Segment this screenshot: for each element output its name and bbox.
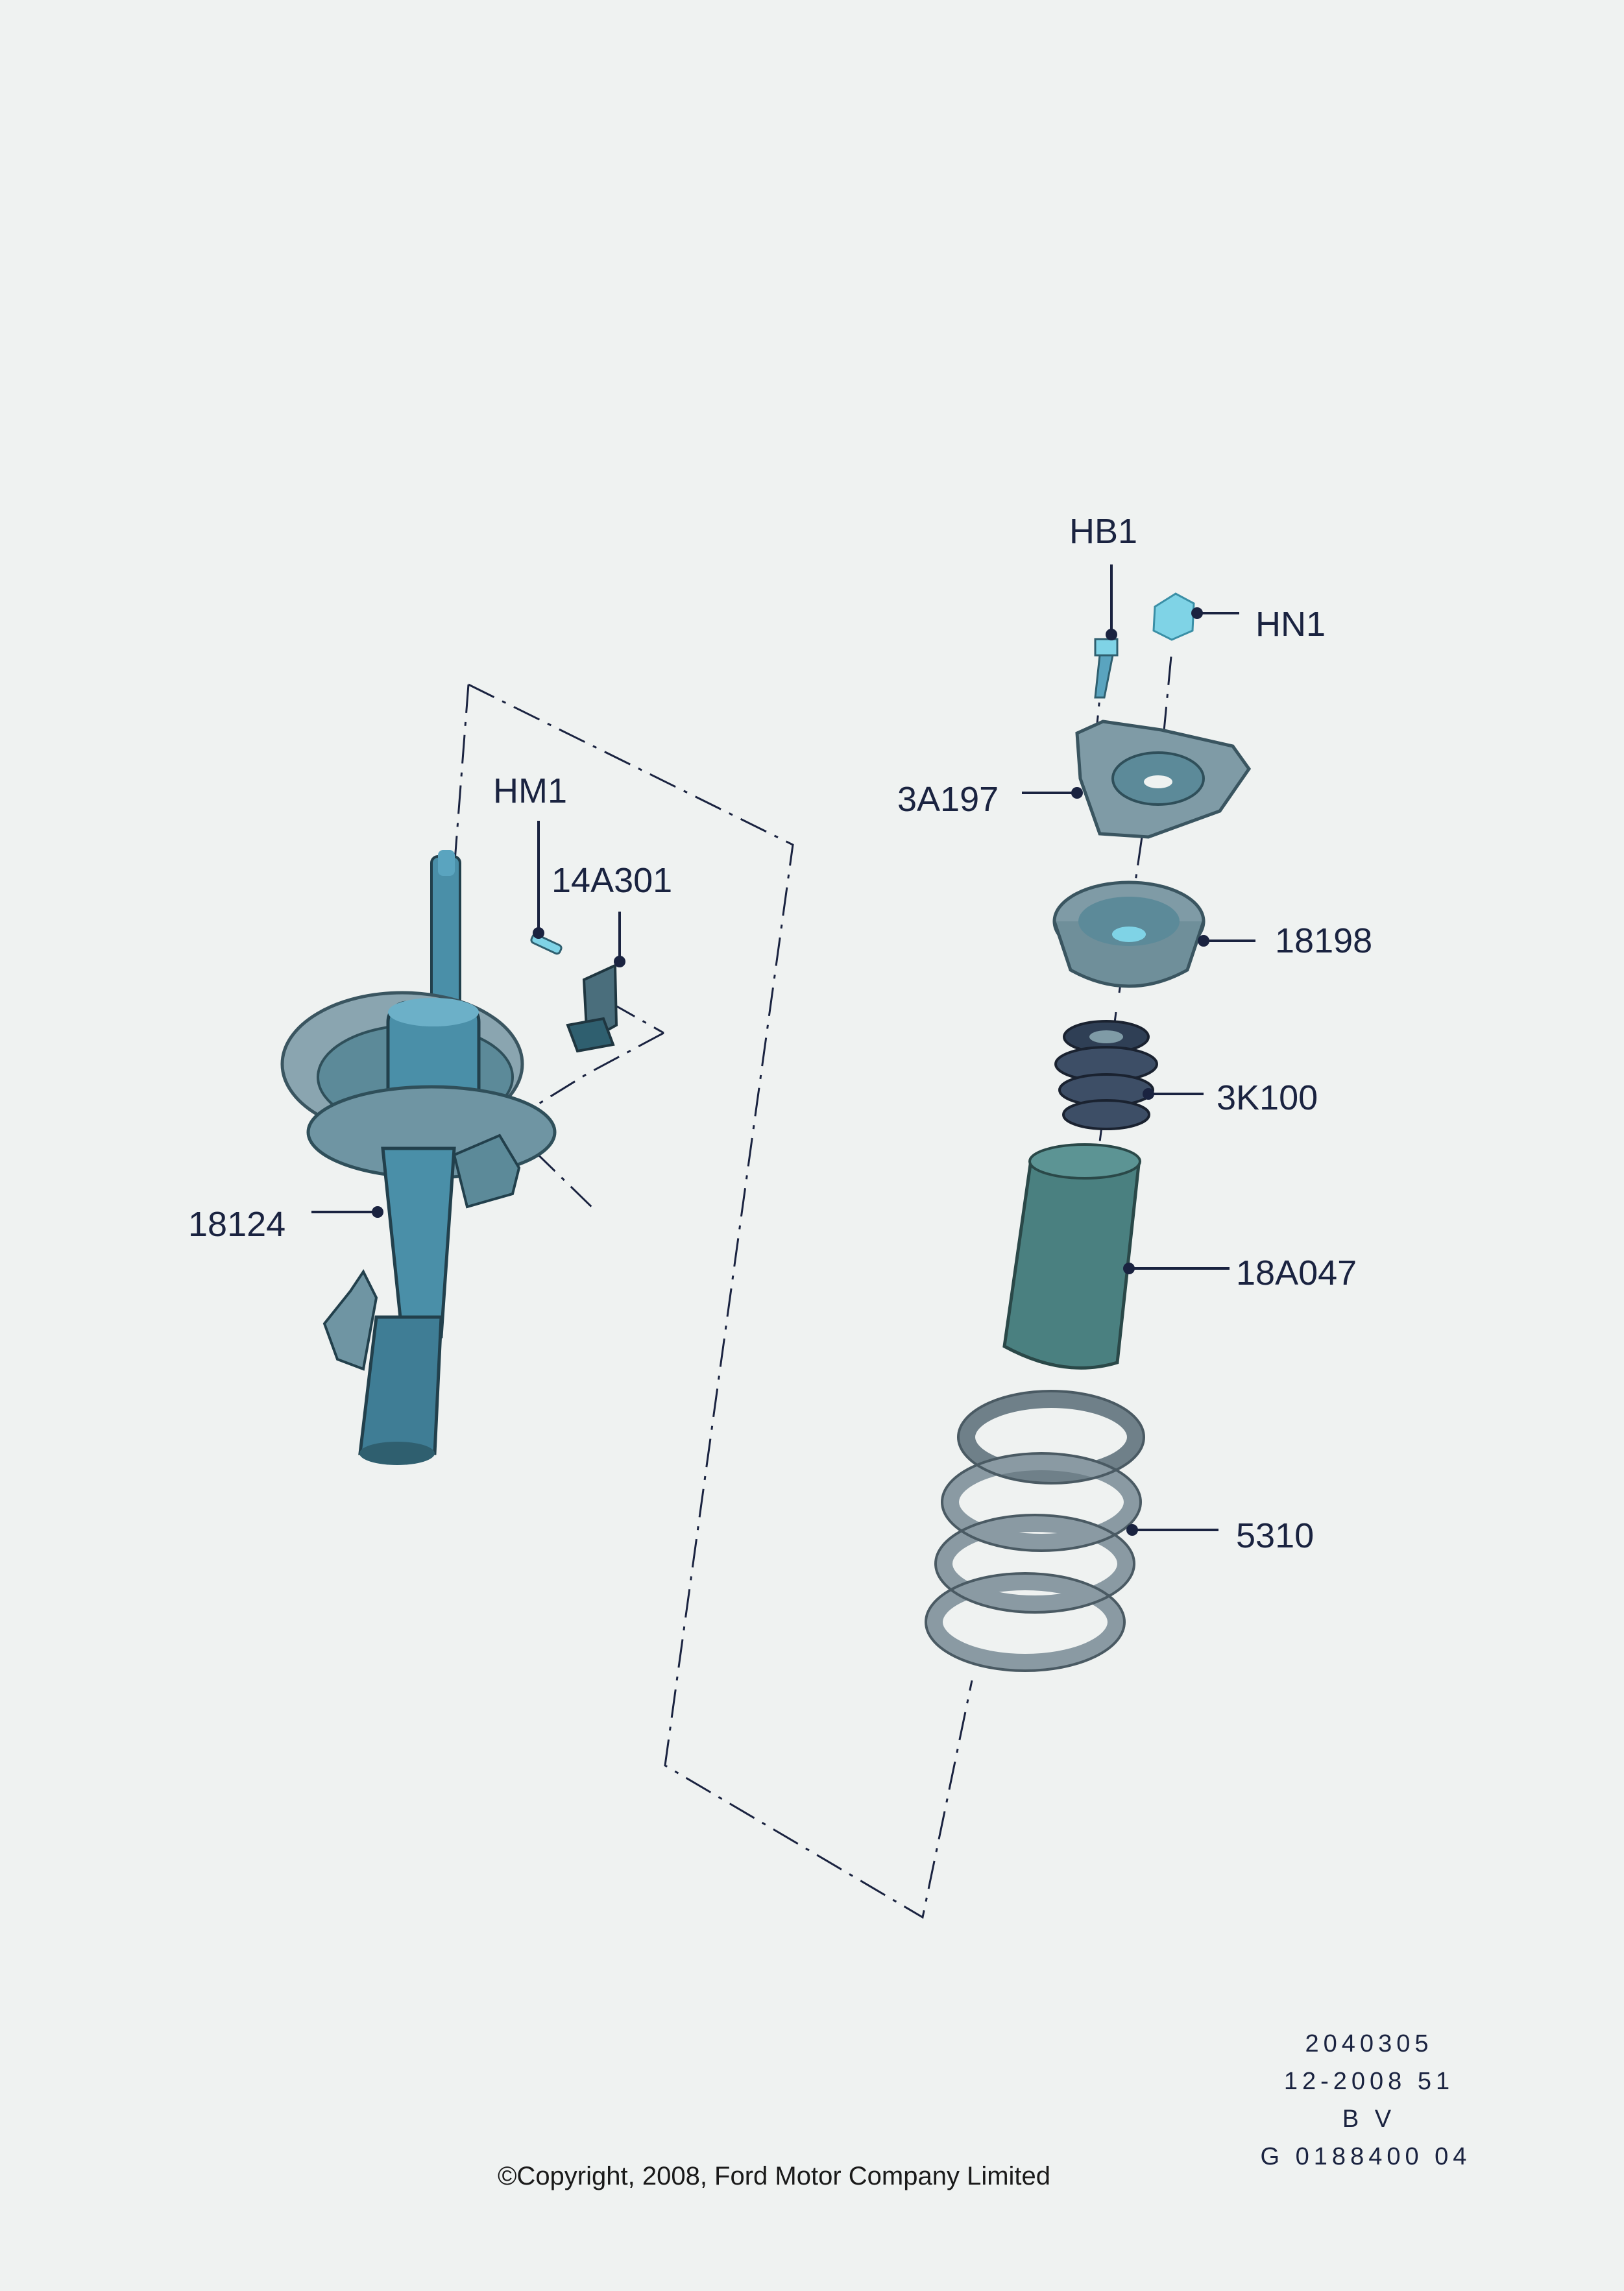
label-18124: 18124 <box>188 1205 285 1244</box>
nut-icon <box>1152 592 1195 641</box>
leader-lines <box>311 564 1255 1536</box>
bolt-icon <box>1094 638 1119 699</box>
strut-icon <box>280 850 557 1465</box>
label-18a047: 18A047 <box>1236 1254 1357 1292</box>
reference-line-3: B V <box>1342 2105 1396 2133</box>
label-hn1: HN1 <box>1255 605 1326 644</box>
bracket-icon <box>566 963 618 1053</box>
label-3k100: 3K100 <box>1217 1078 1318 1117</box>
dust-boot-icon <box>1002 1143 1141 1370</box>
bearing-icon <box>1052 880 1206 988</box>
reference-line-1: 2040305 <box>1305 2030 1433 2057</box>
reference-block: 2040305 12-2008 51 B V G 0188400 04 <box>1261 2030 1472 2170</box>
reference-line-2: 12-2008 51 <box>1284 2068 1454 2095</box>
label-3a197: 3A197 <box>897 780 999 819</box>
copyright-notice: ©Copyright, 2008, Ford Motor Company Lim… <box>498 2162 1050 2190</box>
spring-icon <box>926 1391 1144 1671</box>
label-hm1: HM1 <box>493 771 567 810</box>
spring-outline <box>925 1390 1145 1672</box>
label-14a301: 14A301 <box>551 861 672 900</box>
bump-stop-icon <box>1054 1020 1158 1130</box>
bolt-icon <box>530 933 563 955</box>
label-hb1: HB1 <box>1069 512 1137 551</box>
label-18198: 18198 <box>1275 921 1372 960</box>
top-mount-icon <box>1075 720 1252 839</box>
reference-line-4: G 0188400 04 <box>1261 2143 1472 2170</box>
label-5310: 5310 <box>1236 1516 1314 1555</box>
